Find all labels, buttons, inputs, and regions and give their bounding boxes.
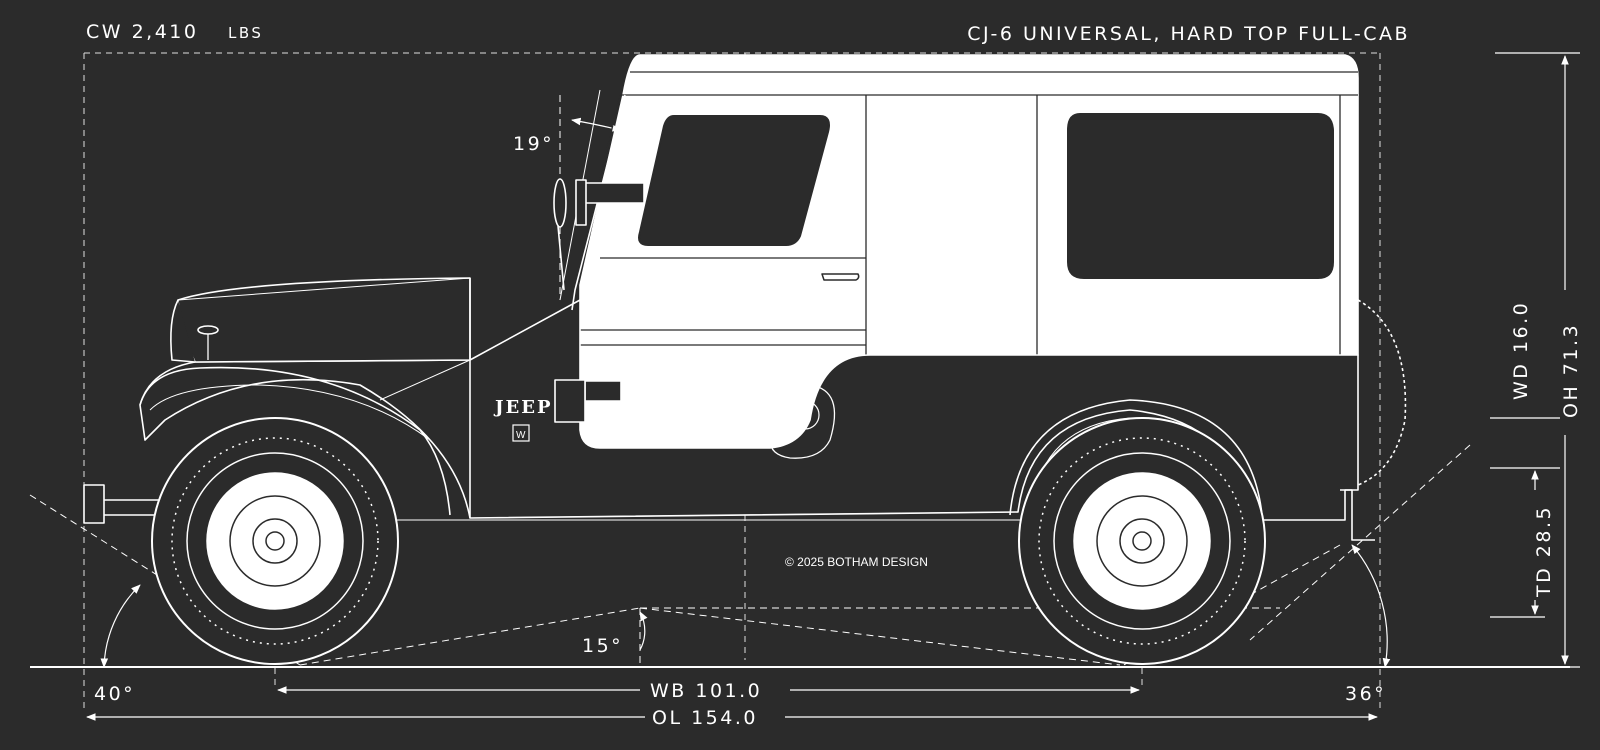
breakover-angle: 15°	[582, 635, 623, 657]
approach-angle: 40°	[94, 683, 135, 705]
copyright-text: © 2025 BOTHAM DESIGN	[785, 555, 928, 569]
cab-panel-lines	[574, 71, 1358, 355]
door-handle	[821, 273, 860, 281]
front-wheel	[151, 417, 399, 665]
emblem-frame	[512, 424, 530, 442]
side-mirror	[553, 178, 567, 228]
wheel-diameter-label: WD 16.0	[1510, 301, 1532, 400]
overall-length-label: OL 154.0	[652, 707, 758, 729]
windshield-angle: 19°	[513, 133, 554, 155]
curb-weight-label: CW 2,410	[86, 21, 199, 43]
front-window	[638, 115, 830, 246]
front-fender	[139, 366, 451, 516]
lower-hinge	[584, 380, 622, 402]
windshield-frame	[571, 94, 626, 311]
hood	[177, 277, 471, 363]
rear-fender	[1009, 399, 1263, 516]
wheelbase-label: WB 101.0	[650, 680, 762, 702]
rear-bumper	[1340, 489, 1375, 541]
jeep-body	[83, 54, 1407, 541]
emblem-letter: W	[516, 430, 526, 441]
curb-weight-unit: LBS	[228, 24, 263, 42]
upper-hinge	[581, 182, 645, 204]
dimension-lines	[86, 52, 1580, 721]
front-bumper	[83, 484, 105, 524]
departure-angle: 36°	[1345, 683, 1386, 705]
model-title: CJ-6 UNIVERSAL, HARD TOP FULL-CAB	[967, 23, 1410, 45]
tire-diameter-label: TD 28.5	[1533, 505, 1555, 598]
rear-wheel	[1018, 417, 1266, 665]
grille-front	[170, 299, 196, 363]
spare-tire	[1357, 299, 1407, 486]
jeep-badge: JEEP	[493, 397, 553, 418]
rear-window	[1067, 113, 1334, 279]
fuel-filler	[769, 384, 836, 459]
overall-height-label: OH 71.3	[1560, 323, 1582, 418]
